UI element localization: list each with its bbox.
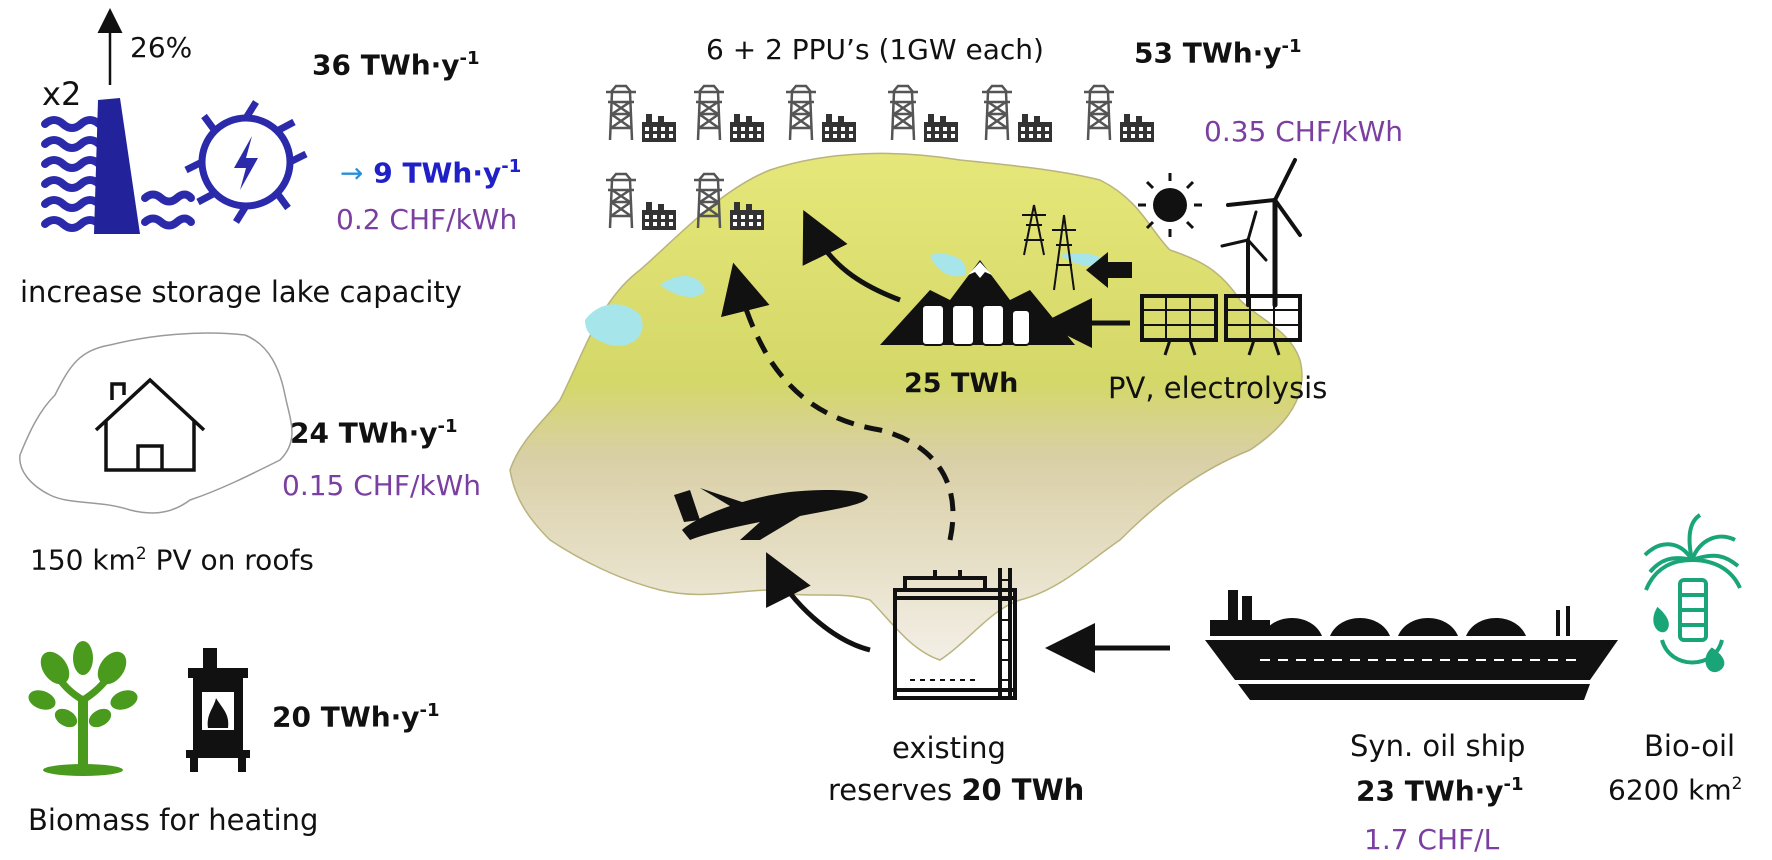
ship-energy-value: 23 TWh·y [1356,774,1504,808]
reserves-line2-bold: 20 TWh [961,773,1085,807]
pylon-icon [1022,204,1076,291]
flow-arrows [721,210,1170,673]
rooftop-pv-caption-pre: 150 km [30,543,136,577]
ppu-energy-sup: -1 [1281,36,1302,57]
stove-icon [186,648,250,772]
hydro-energy: 36 TWh·y-1 [312,50,480,79]
bio-oil-area: 6200 km2 [1608,776,1742,804]
hydro-energy-sup: -1 [459,48,480,69]
hydro-turbine-icon [184,100,308,224]
solar-panel-icon [1140,294,1302,356]
biomass-caption: Biomass for heating [28,803,319,837]
ppu-label: 6 + 2 PPU’s (1GW each) [706,33,1044,66]
dam-icon [94,98,140,234]
rooftop-pv-caption: 150 km2 PV on roofs [30,546,314,574]
ship-cost: 1.7 CHF/L [1364,823,1500,856]
ship-caption: Syn. oil ship [1350,729,1526,763]
hydro-caption: increase storage lake capacity [20,275,462,309]
hydro-extra-energy: → 9 TWh·y-1 [340,158,521,187]
waves-icon [41,116,195,232]
ship-icon [1205,590,1618,700]
bio-oil-area-pre: 6200 km [1608,773,1732,807]
hydro-arrow: → [340,156,364,190]
tank-icon [893,568,1017,700]
hydro-percent: 26% [130,31,193,64]
ppu-energy-value: 53 TWh·y [1134,36,1282,70]
renewables-caption: PV, electrolysis [1108,371,1328,405]
palm-oil-icon [1643,513,1742,672]
hydro-extra-energy-sup: -1 [501,156,522,177]
sun-icon [1138,173,1202,237]
rooftop-pv-energy-sup: -1 [437,416,458,437]
ppu-cost: 0.35 CHF/kWh [1204,115,1404,148]
reserves-line2: reserves 20 TWh [828,776,1084,805]
bio-oil-caption: Bio-oil [1644,729,1736,763]
ship-energy: 23 TWh·y-1 [1356,776,1524,805]
tree-icon [28,641,138,776]
lake-neuchatel [660,275,705,297]
lake-geneva [585,304,643,346]
switzerland-outline-icon [19,332,293,514]
rooftop-pv-energy-value: 24 TWh·y [290,416,438,450]
lake-lucerne [930,253,966,277]
ppu-energy: 53 TWh·y-1 [1134,38,1302,67]
hydro-energy-value: 36 TWh·y [312,48,460,82]
hydro-cost: 0.2 CHF/kWh [336,203,518,236]
hydro-factor: x2 [42,75,82,113]
hydro-extra-energy-value: 9 TWh·y [373,156,502,190]
storage-energy: 25 TWh [904,368,1019,399]
bio-oil-area-sup: 2 [1731,774,1743,794]
mountain-storage-icon [880,260,1075,346]
rooftop-pv-energy: 24 TWh·y-1 [290,418,458,447]
grid-arrow-icon [1086,252,1132,288]
airplane-icon [674,488,868,540]
reserves-line1: existing [892,731,1006,765]
house-icon [94,377,206,472]
reserves-line2-pre: reserves [828,773,962,807]
rooftop-pv-caption-post: PV on roofs [146,543,314,577]
ship-energy-sup: -1 [1503,774,1524,795]
rooftop-pv-caption-sup: 2 [135,544,147,564]
wind-turbine-icon [1220,158,1302,308]
rooftop-pv-cost: 0.15 CHF/kWh [282,469,482,502]
biomass-energy-value: 20 TWh·y [272,700,420,734]
biomass-energy-sup: -1 [419,700,440,721]
biomass-energy: 20 TWh·y-1 [272,702,440,731]
